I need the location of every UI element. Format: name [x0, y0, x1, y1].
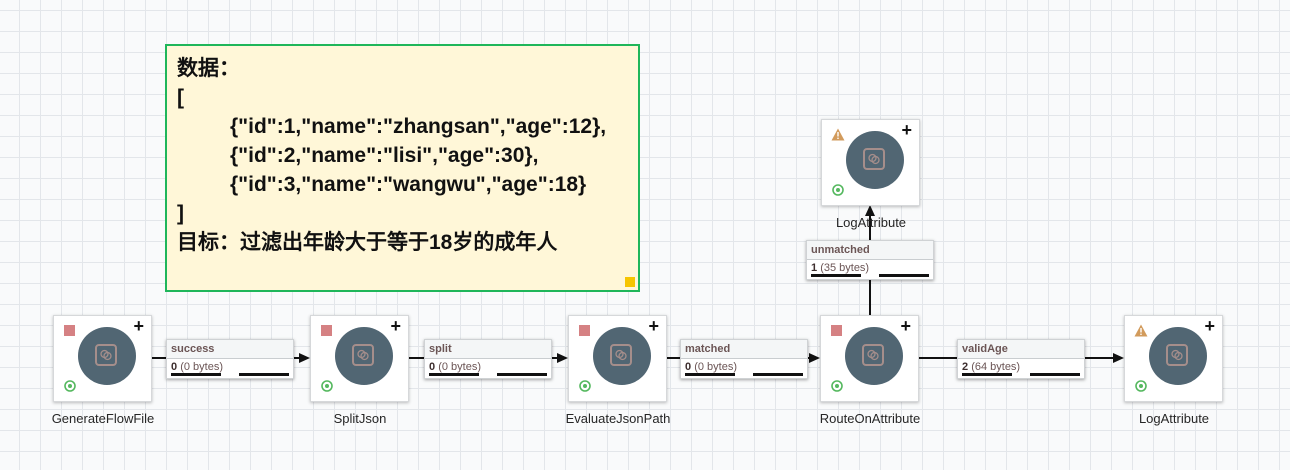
processor-icon [335, 327, 393, 385]
plus-icon[interactable]: + [901, 120, 912, 140]
transmission-enabled-icon [321, 380, 333, 392]
processor-logattribute-valid[interactable]: + [1124, 315, 1223, 402]
relationship-name: matched [681, 340, 807, 359]
arrow-head-icon [809, 353, 820, 363]
queue-status: 0 (0 bytes) [681, 359, 807, 376]
relationship-name: validAge [958, 340, 1084, 359]
processor-name: GenerateFlowFile [51, 411, 155, 426]
processor-routeonattribute[interactable]: + [820, 315, 919, 402]
connection-queue-matched[interactable]: matched 0 (0 bytes) [680, 339, 808, 379]
arrow-head-icon [557, 353, 568, 363]
warning-triangle-icon [1134, 324, 1148, 337]
arrow-head-icon [299, 353, 310, 363]
plus-icon[interactable]: + [390, 316, 401, 336]
queue-size: (64 bytes) [971, 361, 1021, 373]
queue-count: 0 [429, 361, 436, 373]
processor-splitjson[interactable]: + [310, 315, 409, 402]
connection-queue-unmatched[interactable]: unmatched 1 (35 bytes) [806, 240, 934, 280]
queue-status: 2 (64 bytes) [958, 359, 1084, 376]
relationship-name: success [167, 340, 293, 359]
processor-name: EvaluateJsonPath [565, 411, 671, 426]
transmission-enabled-icon [579, 380, 591, 392]
processor-generateflowfile[interactable]: + [53, 315, 152, 402]
processor-evaluatejsonpath[interactable]: + [568, 315, 667, 402]
transmission-enabled-icon [832, 184, 844, 196]
processor-name: RouteOnAttribute [819, 411, 921, 426]
queue-status: 1 (35 bytes) [807, 260, 933, 277]
stop-square-icon [321, 325, 332, 336]
processor-icon [845, 327, 903, 385]
processor-icon [1149, 327, 1207, 385]
label-line: ] [177, 202, 184, 225]
transmission-enabled-icon [831, 380, 843, 392]
label-line: [ [177, 86, 184, 109]
processor-name: LogAttribute [835, 215, 907, 230]
backpressure-size-bar [1030, 373, 1080, 376]
processor-logattribute-unmatched[interactable]: + [821, 119, 920, 206]
backpressure-size-bar [497, 373, 547, 376]
canvas-label[interactable]: 数据： [ {"id":1,"name":"zhangsan","age":12… [165, 44, 640, 292]
connection-queue-validage[interactable]: validAge 2 (64 bytes) [957, 339, 1085, 379]
processor-icon [846, 131, 904, 189]
backpressure-count-bar [171, 373, 221, 376]
queue-count: 0 [171, 361, 178, 373]
connection-queue-success[interactable]: success 0 (0 bytes) [166, 339, 294, 379]
warning-triangle-icon [831, 128, 845, 141]
processor-name: SplitJson [333, 411, 387, 426]
plus-icon[interactable]: + [900, 316, 911, 336]
label-line: 目标：过滤出年龄大于等于18岁的成年人 [177, 231, 558, 254]
label-line: {"id":3,"name":"wangwu","age":18} [230, 173, 587, 196]
backpressure-count-bar [429, 373, 479, 376]
queue-size: (35 bytes) [820, 262, 870, 274]
processor-icon [78, 327, 136, 385]
arrow-head-icon [865, 205, 875, 216]
label-line: {"id":1,"name":"zhangsan","age":12}, [230, 115, 607, 138]
label-line: 数据： [177, 57, 240, 80]
arrow-head-icon [1113, 353, 1124, 363]
processor-icon [593, 327, 651, 385]
connection-queue-split[interactable]: split 0 (0 bytes) [424, 339, 552, 379]
plus-icon[interactable]: + [648, 316, 659, 336]
queue-size: (0 bytes) [694, 361, 737, 373]
plus-icon[interactable]: + [133, 316, 144, 336]
backpressure-size-bar [879, 274, 929, 277]
processor-name: LogAttribute [1138, 411, 1210, 426]
label-resize-handle[interactable] [625, 277, 635, 287]
stop-square-icon [831, 325, 842, 336]
backpressure-count-bar [962, 373, 1012, 376]
plus-icon[interactable]: + [1204, 316, 1215, 336]
relationship-name: split [425, 340, 551, 359]
queue-status: 0 (0 bytes) [425, 359, 551, 376]
stop-square-icon [579, 325, 590, 336]
label-line: {"id":2,"name":"lisi","age":30}, [230, 144, 539, 167]
transmission-enabled-icon [64, 380, 76, 392]
backpressure-size-bar [239, 373, 289, 376]
queue-status: 0 (0 bytes) [167, 359, 293, 376]
stop-square-icon [64, 325, 75, 336]
backpressure-size-bar [753, 373, 803, 376]
queue-count: 1 [811, 262, 818, 274]
backpressure-count-bar [685, 373, 735, 376]
queue-size: (0 bytes) [180, 361, 223, 373]
queue-count: 0 [685, 361, 692, 373]
backpressure-count-bar [811, 274, 861, 277]
transmission-enabled-icon [1135, 380, 1147, 392]
queue-size: (0 bytes) [438, 361, 481, 373]
queue-count: 2 [962, 361, 969, 373]
relationship-name: unmatched [807, 241, 933, 260]
